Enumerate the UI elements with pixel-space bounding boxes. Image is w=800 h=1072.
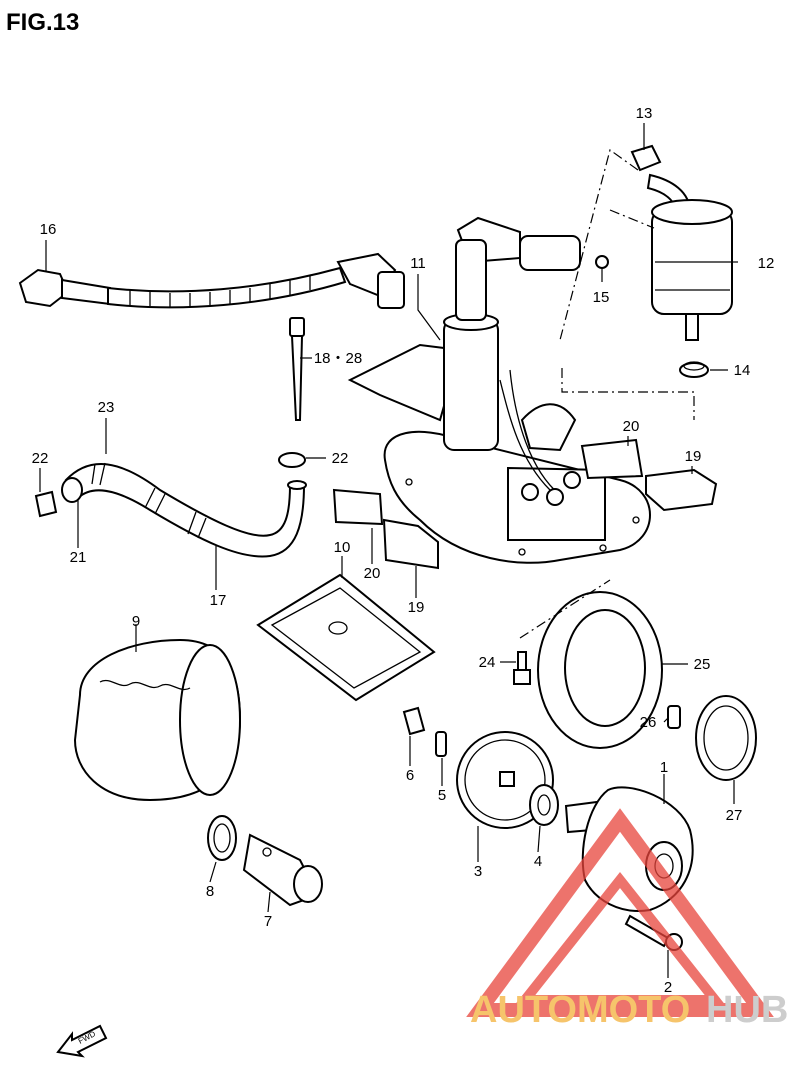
callout-19-lower: 19 (408, 599, 425, 616)
watermark-triangle (466, 808, 774, 1017)
part-20-cushion-lower (332, 488, 384, 526)
watermark-text-automoto: AUTOMOTO (470, 989, 690, 1031)
part-8-o-ring (207, 815, 237, 861)
callout-22-left: 22 (32, 450, 49, 467)
callout-15: 15 (593, 289, 610, 306)
part-27-circlip (695, 695, 757, 781)
callout-13: 13 (636, 105, 653, 122)
callout-25: 25 (694, 656, 711, 673)
watermark: AUTOMOTO HUB (466, 808, 788, 1031)
callout-9: 9 (132, 613, 140, 630)
callout-10: 10 (334, 539, 351, 556)
callout-26: 26 (640, 714, 657, 731)
part-15-screw (595, 255, 609, 269)
part-10-gasket (256, 573, 436, 702)
part-5-pin (435, 731, 447, 757)
callout-11: 11 (410, 255, 426, 272)
figure-title: FIG.13 (6, 9, 79, 36)
callout-24: 24 (479, 654, 496, 671)
callout-16: 16 (40, 221, 57, 238)
part-16-wiring-harness (18, 252, 405, 309)
part-4-washer (529, 784, 559, 826)
watermark-triangle-inner (514, 871, 726, 1005)
part-14-clip (679, 361, 709, 378)
leader-lines (39, 123, 738, 978)
callout-2: 2 (664, 979, 672, 996)
callout-3: 3 (474, 863, 482, 880)
part-11-fuel-pump-assembly (347, 216, 651, 564)
callout-23: 23 (98, 399, 115, 416)
callout-19-upper: 19 (685, 448, 702, 465)
callout-labels: 13 12 14 15 16 11 18・28 20 19 23 22 22 2… (32, 105, 775, 996)
callout-22-right: 22 (332, 450, 349, 467)
part-22-clip-right (278, 452, 306, 468)
callout-14: 14 (734, 362, 751, 379)
fwd-arrow: FWD (56, 1024, 108, 1058)
part-19-cushion-lower (382, 518, 439, 570)
callout-20-upper: 20 (623, 418, 640, 435)
callout-6: 6 (406, 767, 414, 784)
assembly-lines (519, 149, 695, 639)
part-21-22-clip-left (34, 490, 58, 518)
part-18-28-cable-tie (289, 317, 305, 421)
part-7-union-bolt (242, 833, 323, 907)
part-25-ring-gear (537, 591, 663, 749)
part-13-clip (630, 144, 662, 172)
part-24-bolt (513, 651, 531, 685)
callout-18-28: 18・28 (314, 350, 362, 367)
callout-27: 27 (726, 807, 743, 824)
callout-20-lower: 20 (364, 565, 381, 582)
part-26-pin (667, 705, 681, 729)
callout-5: 5 (438, 787, 446, 804)
callout-21: 21 (70, 549, 87, 566)
callout-4: 4 (534, 853, 542, 870)
callout-7: 7 (264, 913, 272, 930)
part-6-clip (402, 706, 426, 736)
part-12-fuel-filter (646, 173, 733, 341)
callout-8: 8 (206, 883, 214, 900)
callout-17: 17 (210, 592, 227, 609)
callout-1: 1 (660, 759, 668, 776)
callout-12: 12 (758, 255, 775, 272)
part-9-oil-filter (73, 638, 242, 802)
part-3-driven-gear (456, 731, 554, 829)
part-20-cushion-upper (580, 438, 644, 480)
part-19-cushion-upper (645, 468, 718, 512)
watermark-text-hub: HUB (706, 989, 788, 1031)
part-17-23-fuel-hose (61, 462, 307, 558)
